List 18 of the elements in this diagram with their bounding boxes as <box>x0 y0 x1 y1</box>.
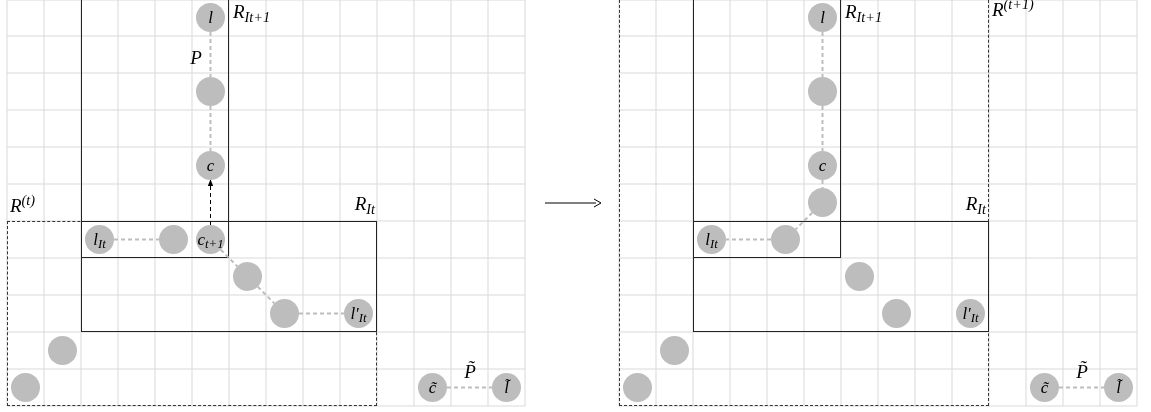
edge-label: P̃ <box>464 361 476 381</box>
dashed-connector <box>821 105 824 152</box>
dashed-connector <box>113 238 160 241</box>
dashed-connector <box>256 285 276 305</box>
dashed-connector <box>725 238 772 241</box>
dashed-connector <box>219 248 239 268</box>
dashed-connector <box>209 31 212 78</box>
dashed-connector <box>794 211 814 231</box>
dashed-connector <box>821 179 824 189</box>
arrow <box>207 179 214 226</box>
dashed-connector <box>446 386 493 389</box>
dashed-connector <box>1058 386 1105 389</box>
dashed-connector <box>209 105 212 152</box>
region-label: R$^{(t)}$ <box>10 196 36 215</box>
dashed-connector <box>821 31 824 78</box>
dashed-connector <box>298 312 345 315</box>
edge-label: P <box>190 47 202 67</box>
edge-label: P̃ <box>1076 361 1088 381</box>
